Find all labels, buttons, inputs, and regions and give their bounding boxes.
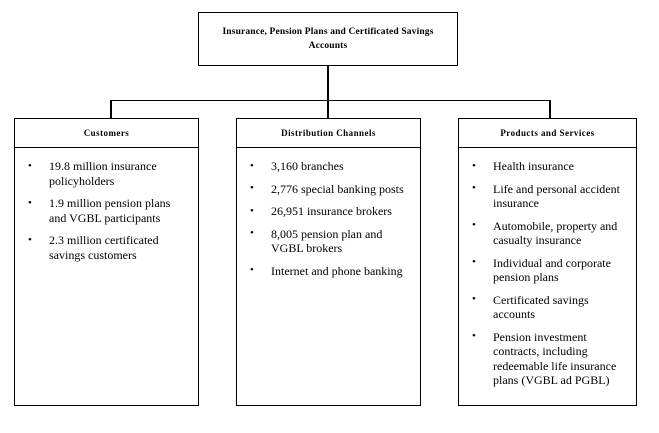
list-item: Health insurance: [467, 159, 628, 174]
connector-drop-customers: [110, 99, 112, 119]
category-header-distribution-channels: Distribution Channels: [237, 119, 420, 148]
category-box-distribution-channels: Distribution Channels 3,160 branches 2,7…: [236, 118, 421, 406]
root-node: Insurance, Pension Plans and Certificate…: [198, 12, 458, 66]
item-list-products-and-services: Health insurance Life and personal accid…: [467, 159, 628, 388]
item-list-distribution-channels: 3,160 branches 2,776 special banking pos…: [245, 159, 412, 278]
list-item: Individual and corporate pension plans: [467, 255, 628, 285]
connector-drop-channels: [327, 99, 329, 119]
category-box-products-and-services: Products and Services Health insurance L…: [458, 118, 637, 406]
list-item: Pension investment contracts, including …: [467, 329, 628, 388]
list-item: 2.3 million certificated savings custome…: [23, 233, 190, 262]
list-item: 2,776 special banking posts: [245, 181, 412, 197]
list-item: Internet and phone banking: [245, 263, 412, 279]
list-item: 1.9 million pension plans and VGBL parti…: [23, 196, 190, 225]
connector-horizontal-bus: [110, 99, 551, 101]
connector-root-stem: [327, 66, 329, 101]
category-body-distribution-channels: 3,160 branches 2,776 special banking pos…: [237, 148, 420, 278]
list-item: 8,005 pension plan and VGBL brokers: [245, 226, 412, 256]
list-item: Certificated savings accounts: [467, 292, 628, 322]
category-header-customers: Customers: [15, 119, 198, 148]
list-item: Life and personal accident insurance: [467, 181, 628, 211]
category-body-customers: 19.8 million insurance policyholders 1.9…: [15, 148, 198, 262]
list-item: 26,951 insurance brokers: [245, 204, 412, 219]
list-item: 3,160 branches: [245, 159, 412, 174]
item-list-customers: 19.8 million insurance policyholders 1.9…: [23, 159, 190, 262]
connector-drop-products: [549, 99, 551, 119]
root-node-title: Insurance, Pension Plans and Certificate…: [222, 27, 434, 51]
list-item: 19.8 million insurance policyholders: [23, 159, 190, 188]
category-header-products-and-services: Products and Services: [459, 119, 636, 148]
category-box-customers: Customers 19.8 million insurance policyh…: [14, 118, 199, 406]
category-body-products-and-services: Health insurance Life and personal accid…: [459, 148, 636, 388]
list-item: Automobile, property and casualty insura…: [467, 218, 628, 248]
